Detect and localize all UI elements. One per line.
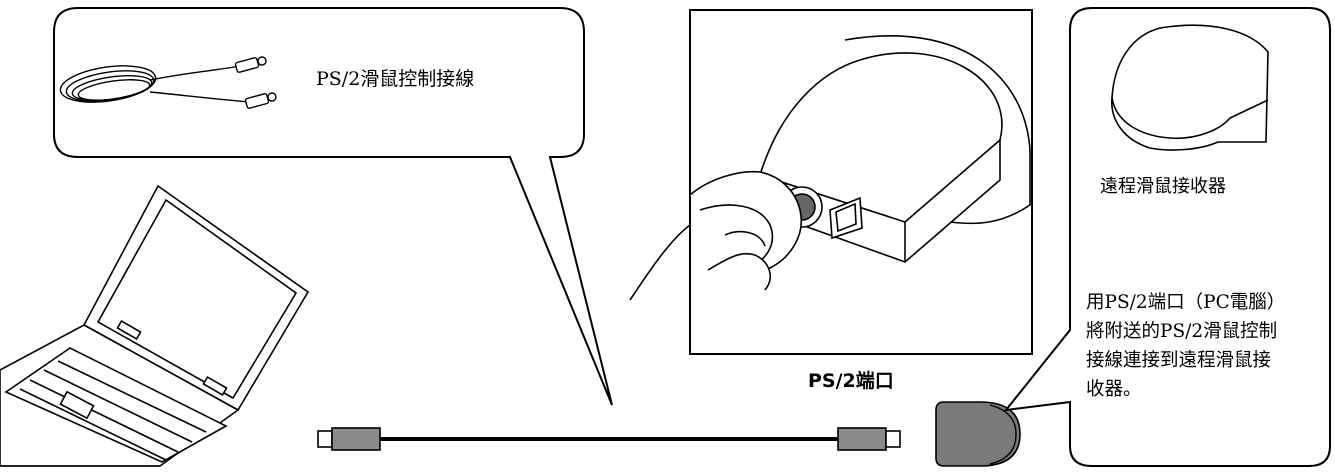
instruction-line: 收器。 bbox=[1086, 379, 1142, 400]
receiver-callout-label: 遠程滑鼠接收器 bbox=[1100, 176, 1226, 197]
instruction-line: 將附送的PS/2滑鼠控制 bbox=[1086, 321, 1278, 342]
instruction-line: 接線連接到遠程滑鼠接 bbox=[1086, 350, 1272, 371]
laptop-icon bbox=[0, 184, 310, 467]
port-inset-device bbox=[759, 35, 1031, 263]
cable-callout-bubble bbox=[53, 7, 613, 406]
ps2-connector-icon bbox=[317, 427, 901, 451]
ps2-cable-icon bbox=[59, 56, 277, 109]
hand-icon bbox=[629, 170, 803, 301]
receiver-callout-icon bbox=[1111, 24, 1269, 151]
instruction-line: 用PS/2端口（PC電腦） bbox=[1086, 292, 1286, 313]
instruction-text: 用PS/2端口（PC電腦） 將附送的PS/2滑鼠控制 接線連接到遠程滑鼠接 收器… bbox=[1086, 288, 1318, 404]
cable-callout-label: PS/2滑鼠控制接線 bbox=[316, 68, 475, 90]
port-inset-label: PS/2端口 bbox=[808, 370, 894, 392]
remote-mouse-receiver-icon bbox=[935, 401, 1021, 467]
